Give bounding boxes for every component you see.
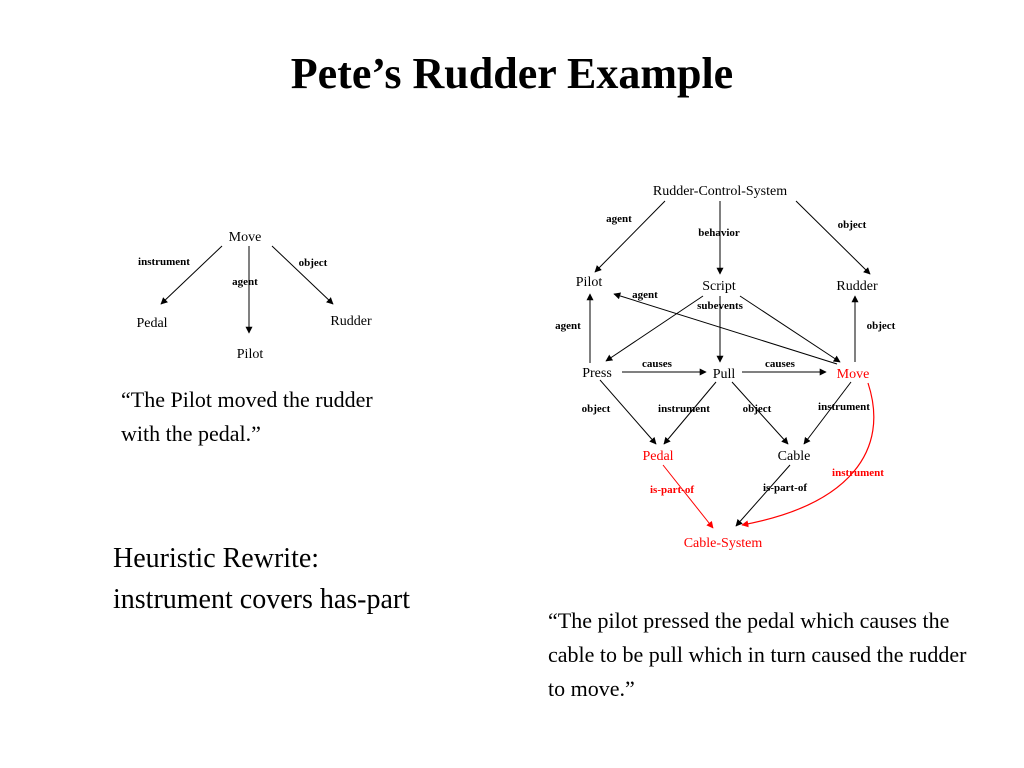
node-move: Move bbox=[229, 230, 262, 245]
edge-label-object: object bbox=[299, 257, 328, 269]
node-rudder-control-system: Rudder-Control-System bbox=[653, 184, 787, 199]
edge-rcs-pilot bbox=[594, 200, 666, 273]
edge-label-rcs-agent: agent bbox=[606, 213, 632, 225]
edge-label-pull-causes: causes bbox=[765, 358, 796, 370]
edge-pull-pedal bbox=[663, 381, 717, 445]
edge-label-pull-object: object bbox=[743, 403, 772, 415]
node-pedal: Pedal bbox=[136, 316, 167, 331]
node-pilot: Pilot bbox=[576, 275, 603, 290]
edge-press-pedal bbox=[599, 379, 657, 445]
edge-label-rudder-object: object bbox=[867, 320, 896, 332]
node-cable-system: Cable-System bbox=[684, 536, 763, 551]
edge-label-pull-instrument: instrument bbox=[658, 403, 710, 415]
edge-label-subevents: subevents bbox=[697, 300, 744, 312]
node-rudder: Rudder bbox=[836, 279, 878, 294]
node-cable: Cable bbox=[778, 449, 811, 464]
edge-move-cablesystem-red bbox=[741, 382, 875, 528]
node-pedal: Pedal bbox=[642, 449, 673, 464]
edge-cable-cablesystem bbox=[735, 464, 791, 527]
edge-label-move-agent: agent bbox=[632, 289, 658, 301]
edge-label-cable-is-part-of: is-part-of bbox=[763, 482, 807, 494]
edge-script-press bbox=[605, 295, 704, 362]
heuristic-rewrite-text: Heuristic Rewrite: instrument covers has… bbox=[113, 543, 411, 615]
edge-move-cable bbox=[803, 381, 852, 445]
edge-move-pilot bbox=[613, 292, 838, 365]
right-diagram: Rudder-Control-System Pilot Script Rudde… bbox=[555, 184, 896, 551]
edge-label-instrument: instrument bbox=[138, 256, 190, 268]
edge-label-move-instrument-red: instrument bbox=[832, 467, 884, 479]
node-pilot: Pilot bbox=[237, 347, 264, 362]
edge-move-pedal bbox=[160, 245, 223, 305]
edge-move-rudder bbox=[271, 245, 334, 305]
node-rudder: Rudder bbox=[330, 314, 372, 329]
edge-script-move bbox=[739, 295, 841, 363]
left-caption: “The Pilot moved the rudder with the ped… bbox=[121, 387, 373, 446]
edge-label-press-object: object bbox=[582, 403, 611, 415]
node-script: Script bbox=[702, 279, 736, 294]
right-caption: “The pilot pressed the pedal which cause… bbox=[548, 608, 967, 701]
edge-label-press-causes: causes bbox=[642, 358, 673, 370]
left-diagram: Move Pedal Pilot Rudder instrument agent… bbox=[136, 230, 371, 362]
node-press: Press bbox=[582, 366, 612, 381]
edge-label-rcs-object: object bbox=[838, 219, 867, 231]
edge-label-pedal-is-part-of: is-part-of bbox=[650, 484, 694, 496]
edge-pedal-cablesystem bbox=[662, 464, 714, 529]
node-pull: Pull bbox=[713, 367, 736, 382]
edge-label-rcs-behavior: behavior bbox=[698, 227, 740, 239]
edge-pull-cable bbox=[731, 381, 789, 445]
edge-label-press-agent: agent bbox=[555, 320, 581, 332]
slide-title: Pete’s Rudder Example bbox=[290, 49, 734, 98]
edge-label-move-instrument: instrument bbox=[818, 401, 870, 413]
edge-label-agent: agent bbox=[232, 276, 258, 288]
edge-rcs-rudder bbox=[795, 200, 871, 275]
node-move: Move bbox=[837, 367, 870, 382]
